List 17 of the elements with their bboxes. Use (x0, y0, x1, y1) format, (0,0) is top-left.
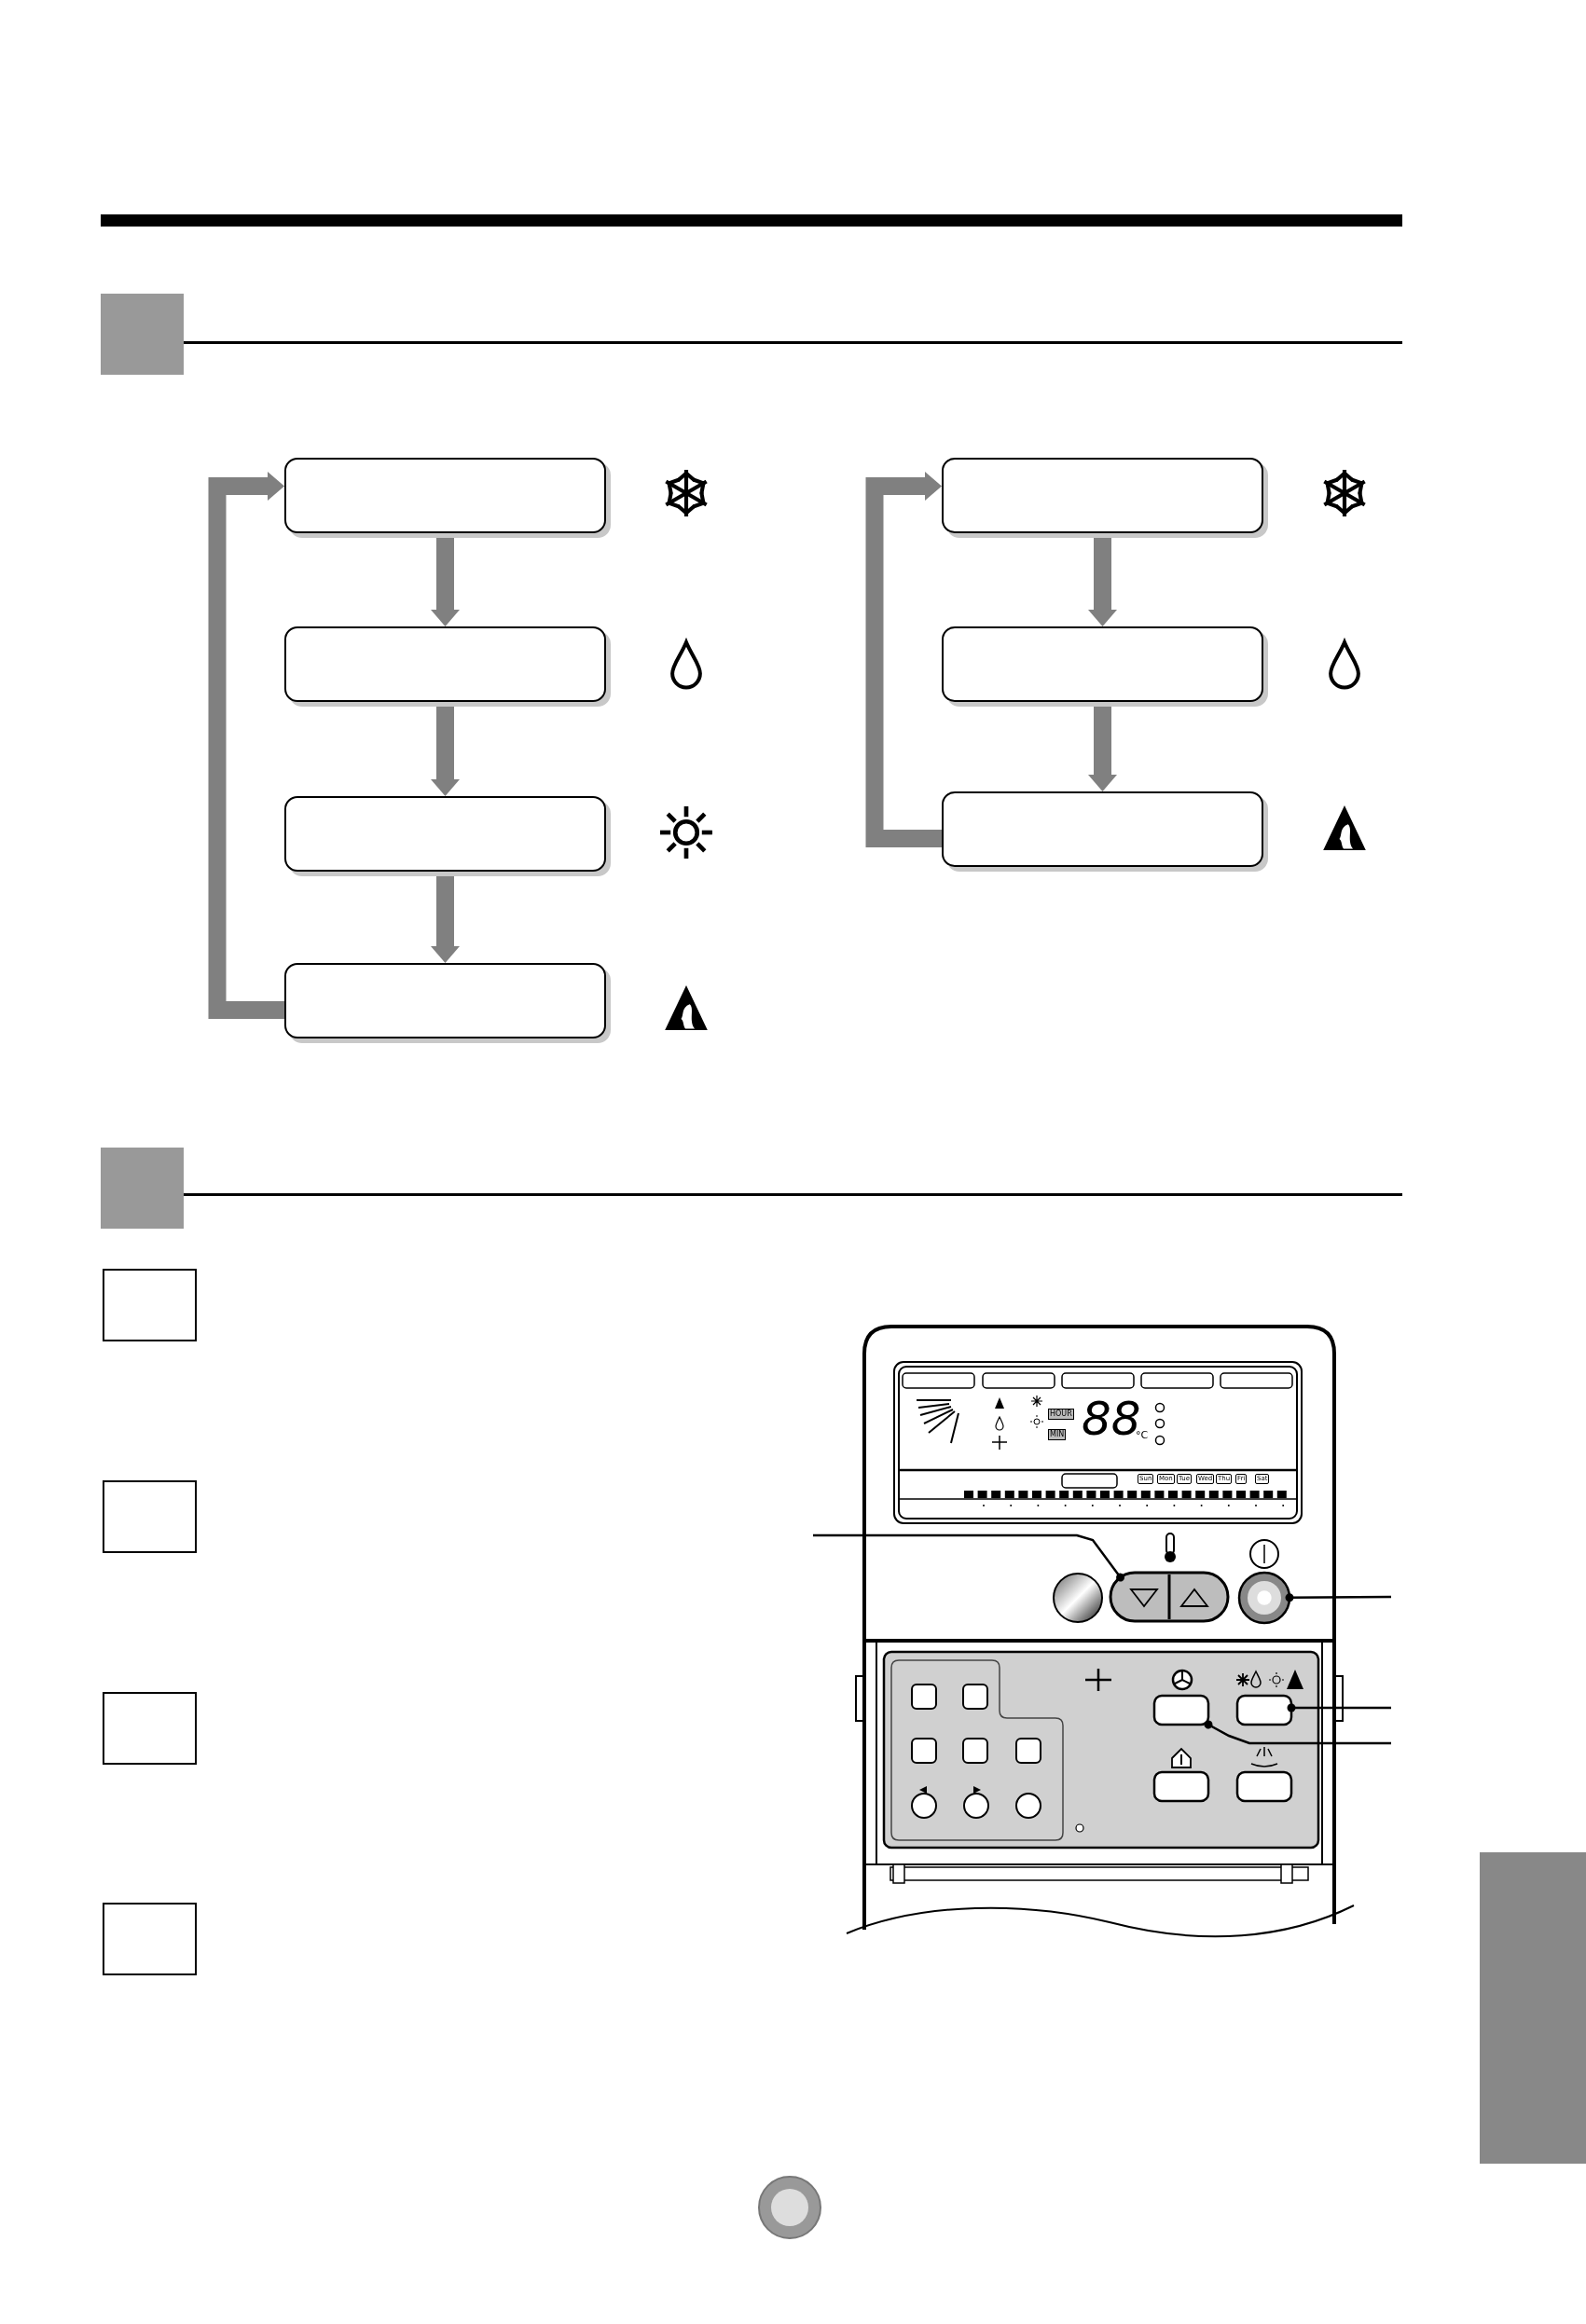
leader-line (1287, 1703, 1391, 1712)
leader-line (813, 1533, 1125, 1582)
minute-indicator: MIN (1048, 1429, 1067, 1440)
remote-button (1152, 1694, 1210, 1726)
section-marker (101, 1148, 184, 1229)
temperature-button (1109, 1571, 1230, 1623)
power-button (1237, 1571, 1291, 1625)
step-number-box (103, 1269, 197, 1341)
section-marker (101, 294, 184, 375)
side-tab (1480, 1852, 1586, 2164)
hour-indicator: HOUR (1048, 1409, 1074, 1420)
leader-line (1285, 1593, 1391, 1602)
remote-button (1235, 1694, 1293, 1726)
leader-line (1204, 1720, 1391, 1745)
step-number-box (103, 1480, 197, 1553)
step-number-box (103, 1692, 197, 1765)
step-number-box (103, 1903, 197, 1975)
